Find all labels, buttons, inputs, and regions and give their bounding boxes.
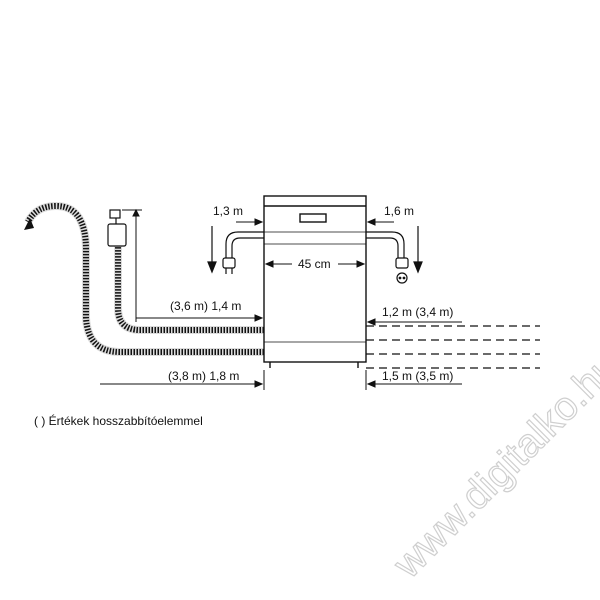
left-lower-arrow bbox=[100, 370, 265, 390]
left-lower-length: (3,8 m) 1,8 m bbox=[168, 369, 239, 383]
right-top-length: 1,6 m bbox=[384, 204, 414, 218]
left-top-arrow bbox=[236, 218, 264, 226]
footnote: ( ) Értékek hosszabbítóelemmel bbox=[34, 414, 203, 428]
dishwasher bbox=[263, 195, 367, 368]
plug-icon bbox=[222, 257, 236, 274]
right-pipes bbox=[366, 325, 540, 369]
right-top-arrow bbox=[366, 218, 394, 226]
left-upper-arrow bbox=[136, 314, 264, 322]
right-lower-arrow bbox=[365, 370, 462, 390]
left-upper-length: (3,6 m) 1,4 m bbox=[170, 299, 241, 313]
right-lower-length: 1,5 m (3,5 m) bbox=[382, 369, 453, 383]
left-hoses bbox=[24, 201, 264, 356]
tap-icon bbox=[107, 209, 127, 247]
right-upper-arrow bbox=[366, 318, 462, 326]
width-label: 45 cm bbox=[298, 257, 331, 271]
left-cable bbox=[207, 226, 264, 274]
right-upper-length: 1,2 m (3,4 m) bbox=[382, 305, 453, 319]
socket-icon bbox=[395, 257, 409, 284]
tap-height-marker bbox=[122, 208, 142, 322]
left-top-length: 1,3 m bbox=[213, 204, 243, 218]
width-dimension bbox=[264, 260, 366, 268]
right-cable bbox=[366, 226, 423, 274]
